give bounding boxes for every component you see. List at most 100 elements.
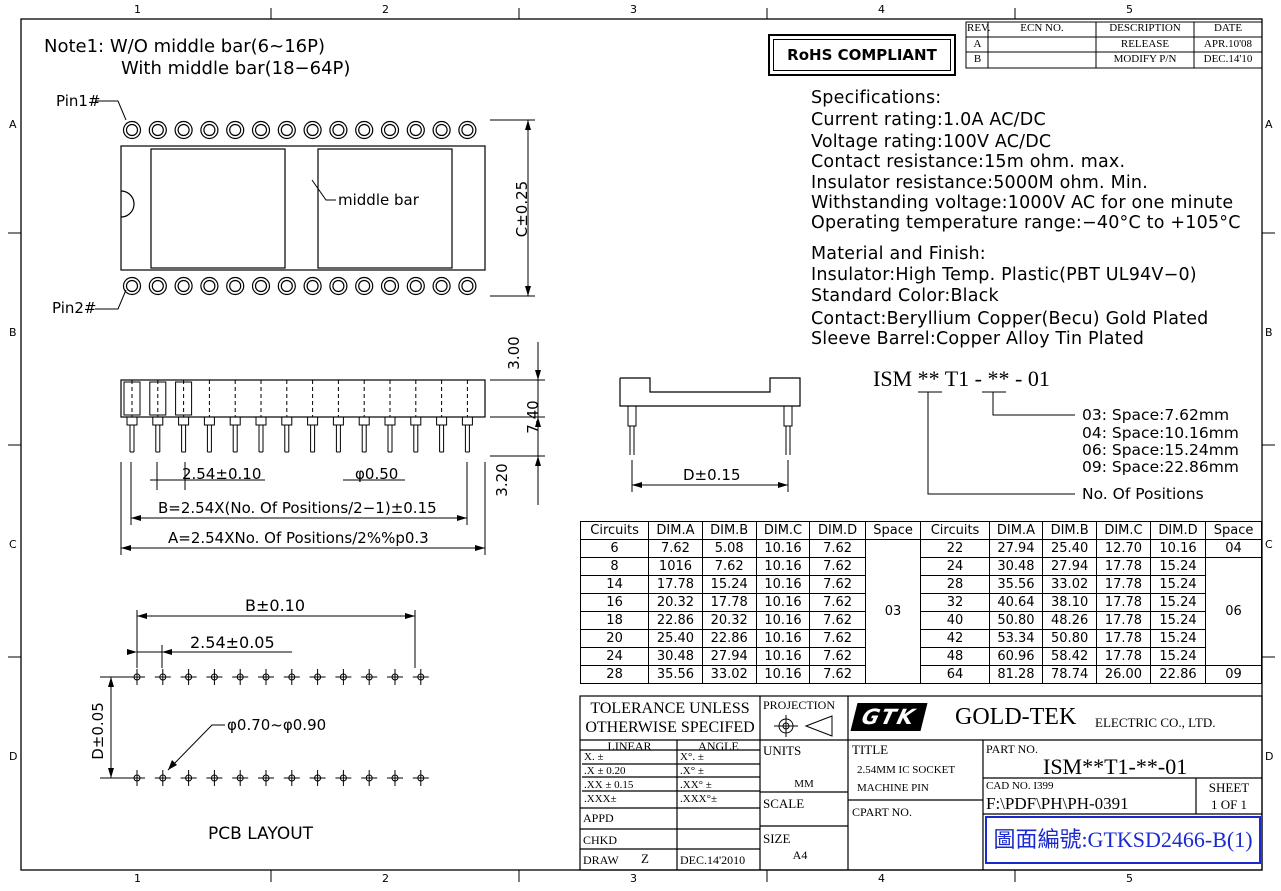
rev-a-date: APR.10'08 [1203, 38, 1253, 50]
linear-row: .XXX± [584, 793, 617, 805]
table-cell: 60.96 [988, 647, 1044, 666]
table-header: DIM.D [1149, 521, 1207, 540]
pin-pad [277, 120, 296, 140]
pin-pad [458, 276, 477, 296]
pin-hole [306, 123, 319, 137]
table-cell: 5.08 [701, 539, 757, 558]
table-header: Space [1205, 521, 1262, 540]
pin2-label: Pin2# [52, 299, 97, 317]
pin-hole [332, 123, 345, 137]
material-title: Material and Finish: [811, 244, 986, 264]
table-cell: 38.10 [1042, 593, 1097, 612]
pin-pad [432, 120, 451, 140]
table-cell: 22 [920, 539, 990, 558]
pin-hole [358, 279, 371, 293]
spec-line: Contact resistance:15m ohm. max. [811, 152, 1126, 172]
pin-hole [461, 123, 474, 137]
table-cell: 15.24 [701, 575, 757, 594]
table-cell: 15.24 [1149, 647, 1207, 666]
table-cell: 25.40 [1042, 539, 1097, 558]
table-cell: 78.74 [1042, 665, 1097, 684]
pin-pad [148, 276, 167, 296]
spec-line: Insulator resistance:5000M ohm. Min. [811, 173, 1148, 193]
table-cell: 1016 [648, 557, 703, 576]
angle-row: X°. ± [680, 751, 704, 763]
pcb-b-label: B±0.10 [245, 596, 306, 615]
table-cell: 10.16 [755, 539, 811, 558]
pin-pad [303, 276, 322, 296]
table-cell: 20.32 [701, 611, 757, 630]
pin-shoulder [410, 416, 422, 426]
table-cell: 7.62 [809, 629, 866, 648]
rev-a: A [973, 38, 982, 50]
rev-b-desc: MODIFY P/N [1113, 53, 1177, 65]
pin-shoulder [152, 416, 164, 426]
grid-col-4: 4 [878, 3, 885, 16]
pin-hole [151, 123, 164, 137]
title-block-frame [579, 695, 1263, 871]
drawn-date: DEC.14'2010 [680, 853, 746, 867]
space-option: 03: Space:7.62mm [1082, 406, 1230, 424]
table-header: Circuits [920, 521, 990, 540]
company-subtitle: ELECTRIC CO., LTD. [1095, 715, 1216, 730]
table-cell: 35.56 [988, 575, 1044, 594]
size-label: SIZE [763, 831, 791, 846]
dim-300-label: 3.00 [505, 336, 523, 370]
table-cell: 50.80 [1042, 629, 1097, 648]
pin-hole [125, 123, 139, 137]
table-cell: 27.94 [988, 539, 1044, 558]
table-cell: 25.40 [648, 629, 703, 648]
pcb-layout-title: PCB LAYOUT [208, 824, 314, 844]
table-header: DIM.A [988, 521, 1044, 540]
table-cell: 17.78 [1095, 557, 1151, 576]
table-cell: 10.16 [755, 611, 811, 630]
rev-a-desc: RELEASE [1120, 38, 1170, 50]
rev-b-date: DEC.14'10 [1203, 53, 1253, 65]
rev-header-desc: DESCRIPTION [1109, 22, 1181, 34]
pin-hole [435, 123, 448, 137]
pin-pad [355, 276, 374, 296]
gtk-logo: GTK [850, 703, 928, 731]
pin-hole [358, 123, 371, 137]
side-view-outline [120, 379, 486, 418]
pin-hole [409, 123, 422, 137]
linear-header: LINEAR [607, 739, 652, 753]
dim-320-label: 3.20 [493, 463, 511, 497]
table-cell: 32 [920, 593, 990, 612]
grid-row-d-right: D [1265, 750, 1274, 763]
table-cell: 15.24 [1149, 575, 1207, 594]
angle-row: .XXX°± [680, 793, 718, 805]
drawn-by: Z [641, 851, 649, 866]
table-cell: 17.78 [701, 593, 757, 612]
top-view-outline [120, 145, 486, 271]
part-no-label: PART NO. [986, 742, 1038, 756]
grid-col-3: 3 [630, 3, 637, 16]
appd-label: APPD [583, 811, 614, 825]
pin-shoulder [307, 416, 319, 426]
pin-hole [306, 279, 319, 293]
pin-diameter-label: φ0.50 [355, 465, 399, 483]
table-cell: 17.78 [648, 575, 703, 594]
pin-pad [432, 276, 451, 296]
table-cell: 28 [579, 665, 650, 684]
pin-shoulder [461, 416, 473, 426]
pin-hole [461, 279, 474, 293]
pin-hole [203, 279, 216, 293]
table-cell: 17.78 [1095, 611, 1151, 630]
pin-shoulder [203, 416, 215, 426]
pin1-label: Pin1# [56, 92, 101, 110]
pin-shoulder [255, 416, 267, 426]
table-cell: 27.94 [1042, 557, 1097, 576]
space-option: 09: Space:22.86mm [1082, 458, 1239, 476]
pin-pad [122, 276, 142, 296]
rev-header-rev: REV. [967, 22, 991, 34]
rev-b: B [973, 53, 982, 65]
space-option: 06: Space:15.24mm [1082, 441, 1239, 459]
rev-header-ecn: ECN NO. [1020, 22, 1064, 34]
projection-symbol [774, 715, 833, 737]
